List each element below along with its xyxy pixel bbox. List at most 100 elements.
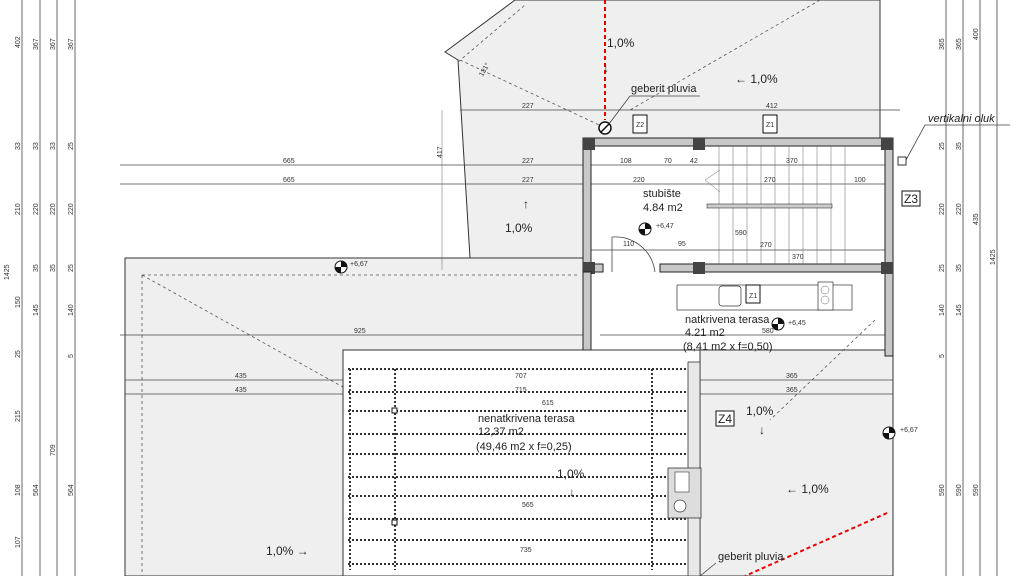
formula-open-terrace: (49,46 m2 x f=0,25) — [476, 441, 572, 453]
dim-total: 1425 — [990, 249, 997, 265]
stair-block — [582, 137, 894, 357]
formula-covered-terrace: (8,41 m2 x f=0,50) — [683, 341, 773, 353]
dim: 25 — [68, 142, 75, 150]
dim: 565 — [522, 502, 534, 509]
level-marker-icon — [638, 222, 652, 236]
level-marker-icon — [771, 317, 785, 331]
dim: 150 — [15, 296, 22, 308]
dim: 227 — [522, 158, 534, 165]
dim: 367 — [50, 38, 57, 50]
dim: 227 — [522, 177, 534, 184]
dim: 365 — [956, 38, 963, 50]
dim: 70 — [664, 158, 672, 165]
dim: 564 — [33, 484, 40, 496]
tag-z2: Z2 — [636, 122, 644, 129]
roof-surfaces — [124, 0, 894, 576]
dim: 220 — [50, 203, 57, 215]
dim: 108 — [15, 484, 22, 496]
vertical-dimensions: 402 33 210 150 25 215 108 107 1425 367 3… — [4, 28, 997, 548]
drain-pipe-bottom — [744, 512, 888, 576]
level-roof-left: +6,67 — [350, 261, 368, 268]
dim: 220 — [68, 203, 75, 215]
dim: 33 — [15, 142, 22, 150]
arrow-down-icon: ↓ — [603, 61, 609, 75]
dim: 5 — [939, 354, 946, 358]
dim: 412 — [766, 103, 778, 110]
door-swing — [611, 236, 656, 273]
room-area-covered-terrace: 4.21 m2 — [685, 327, 725, 339]
slope-label: 1,0% — [505, 221, 533, 235]
vertical-gutter-icon — [897, 124, 1010, 166]
dim: 100 — [854, 177, 866, 184]
dim: 25 — [15, 350, 22, 358]
dimension-lines — [21, 0, 998, 576]
dim: 33 — [50, 142, 57, 150]
slope-label: 1,0% — [746, 404, 774, 418]
dim: 370 — [792, 254, 804, 261]
tag-z4: Z4 — [718, 412, 732, 426]
arrow-down-icon: ↓ — [569, 485, 575, 499]
dim: 365 — [786, 387, 798, 394]
slope-label: 1,0% — [557, 467, 585, 481]
geberit-label-bottom: geberit pluvia — [718, 551, 784, 563]
dim: 145 — [33, 304, 40, 316]
dim: 25 — [68, 264, 75, 272]
dim: 564 — [68, 484, 75, 496]
dim: 270 — [764, 177, 776, 184]
room-name-covered-terrace: natkrivena terasa — [685, 314, 770, 326]
dim: 925 — [354, 328, 366, 335]
dim: 95 — [678, 241, 686, 248]
dim: 220 — [956, 203, 963, 215]
room-area-stairs: 4.84 m2 — [643, 202, 683, 214]
dim: 435 — [235, 373, 247, 380]
slope-label: ← 1,0% — [786, 482, 829, 496]
dim: 220 — [33, 203, 40, 215]
dim: 370 — [786, 158, 798, 165]
dim: 25 — [939, 142, 946, 150]
tag-z3: Z3 — [904, 192, 918, 206]
geberit-drain-icon — [598, 95, 700, 135]
level-roof-right: +6,67 — [900, 427, 918, 434]
arrow-up-icon: ↑ — [523, 197, 529, 211]
dim: 227 — [522, 103, 534, 110]
horizontal-dimensions: 665 665 227 227 227 412 925 435 435 707 … — [235, 103, 866, 554]
dim: 580 — [762, 328, 774, 335]
level-stairs: +6,47 — [656, 223, 674, 230]
dim: 107 — [15, 536, 22, 548]
dim: 590 — [735, 230, 747, 237]
dim: 709 — [50, 444, 57, 456]
dim: 35 — [33, 264, 40, 272]
tags: Z2 Z1 Z3 Z1 Z4 — [632, 114, 921, 427]
tag-z1-bottom: Z1 — [749, 293, 757, 300]
vertical-gutter-label: vertikalni oluk — [928, 113, 995, 125]
dim: 590 — [973, 484, 980, 496]
room-area-open-terrace: 12,37 m2 — [478, 426, 524, 438]
geberit-label-top: geberit pluvia — [631, 83, 697, 95]
dim: 25 — [939, 264, 946, 272]
slope-label: 1,0% → — [266, 544, 309, 558]
dim-total: 1425 — [4, 264, 11, 280]
dim: 417 — [437, 146, 444, 158]
dim: 735 — [520, 547, 532, 554]
room-name-open-terrace: nenatkrivena terasa — [478, 413, 575, 425]
arrow-down-icon: ↓ — [759, 423, 765, 437]
dim: 140 — [939, 304, 946, 316]
dim: 590 — [939, 484, 946, 496]
dim: 220 — [939, 203, 946, 215]
tag-z1-top: Z1 — [766, 122, 774, 129]
dim: 367 — [33, 38, 40, 50]
dim: 365 — [786, 373, 798, 380]
dim: 145 — [956, 304, 963, 316]
dim: 35 — [956, 142, 963, 150]
slope-label: 1,0% — [607, 36, 635, 50]
dim: 615 — [542, 400, 554, 407]
dim: 5 — [68, 354, 75, 358]
dim: 400 — [973, 28, 980, 40]
dim: 590 — [956, 484, 963, 496]
dim: 210 — [15, 203, 22, 215]
level-marker-icon — [334, 260, 348, 274]
dim: 220 — [633, 177, 645, 184]
dim: 665 — [283, 177, 295, 184]
dim: 215 — [15, 410, 22, 422]
